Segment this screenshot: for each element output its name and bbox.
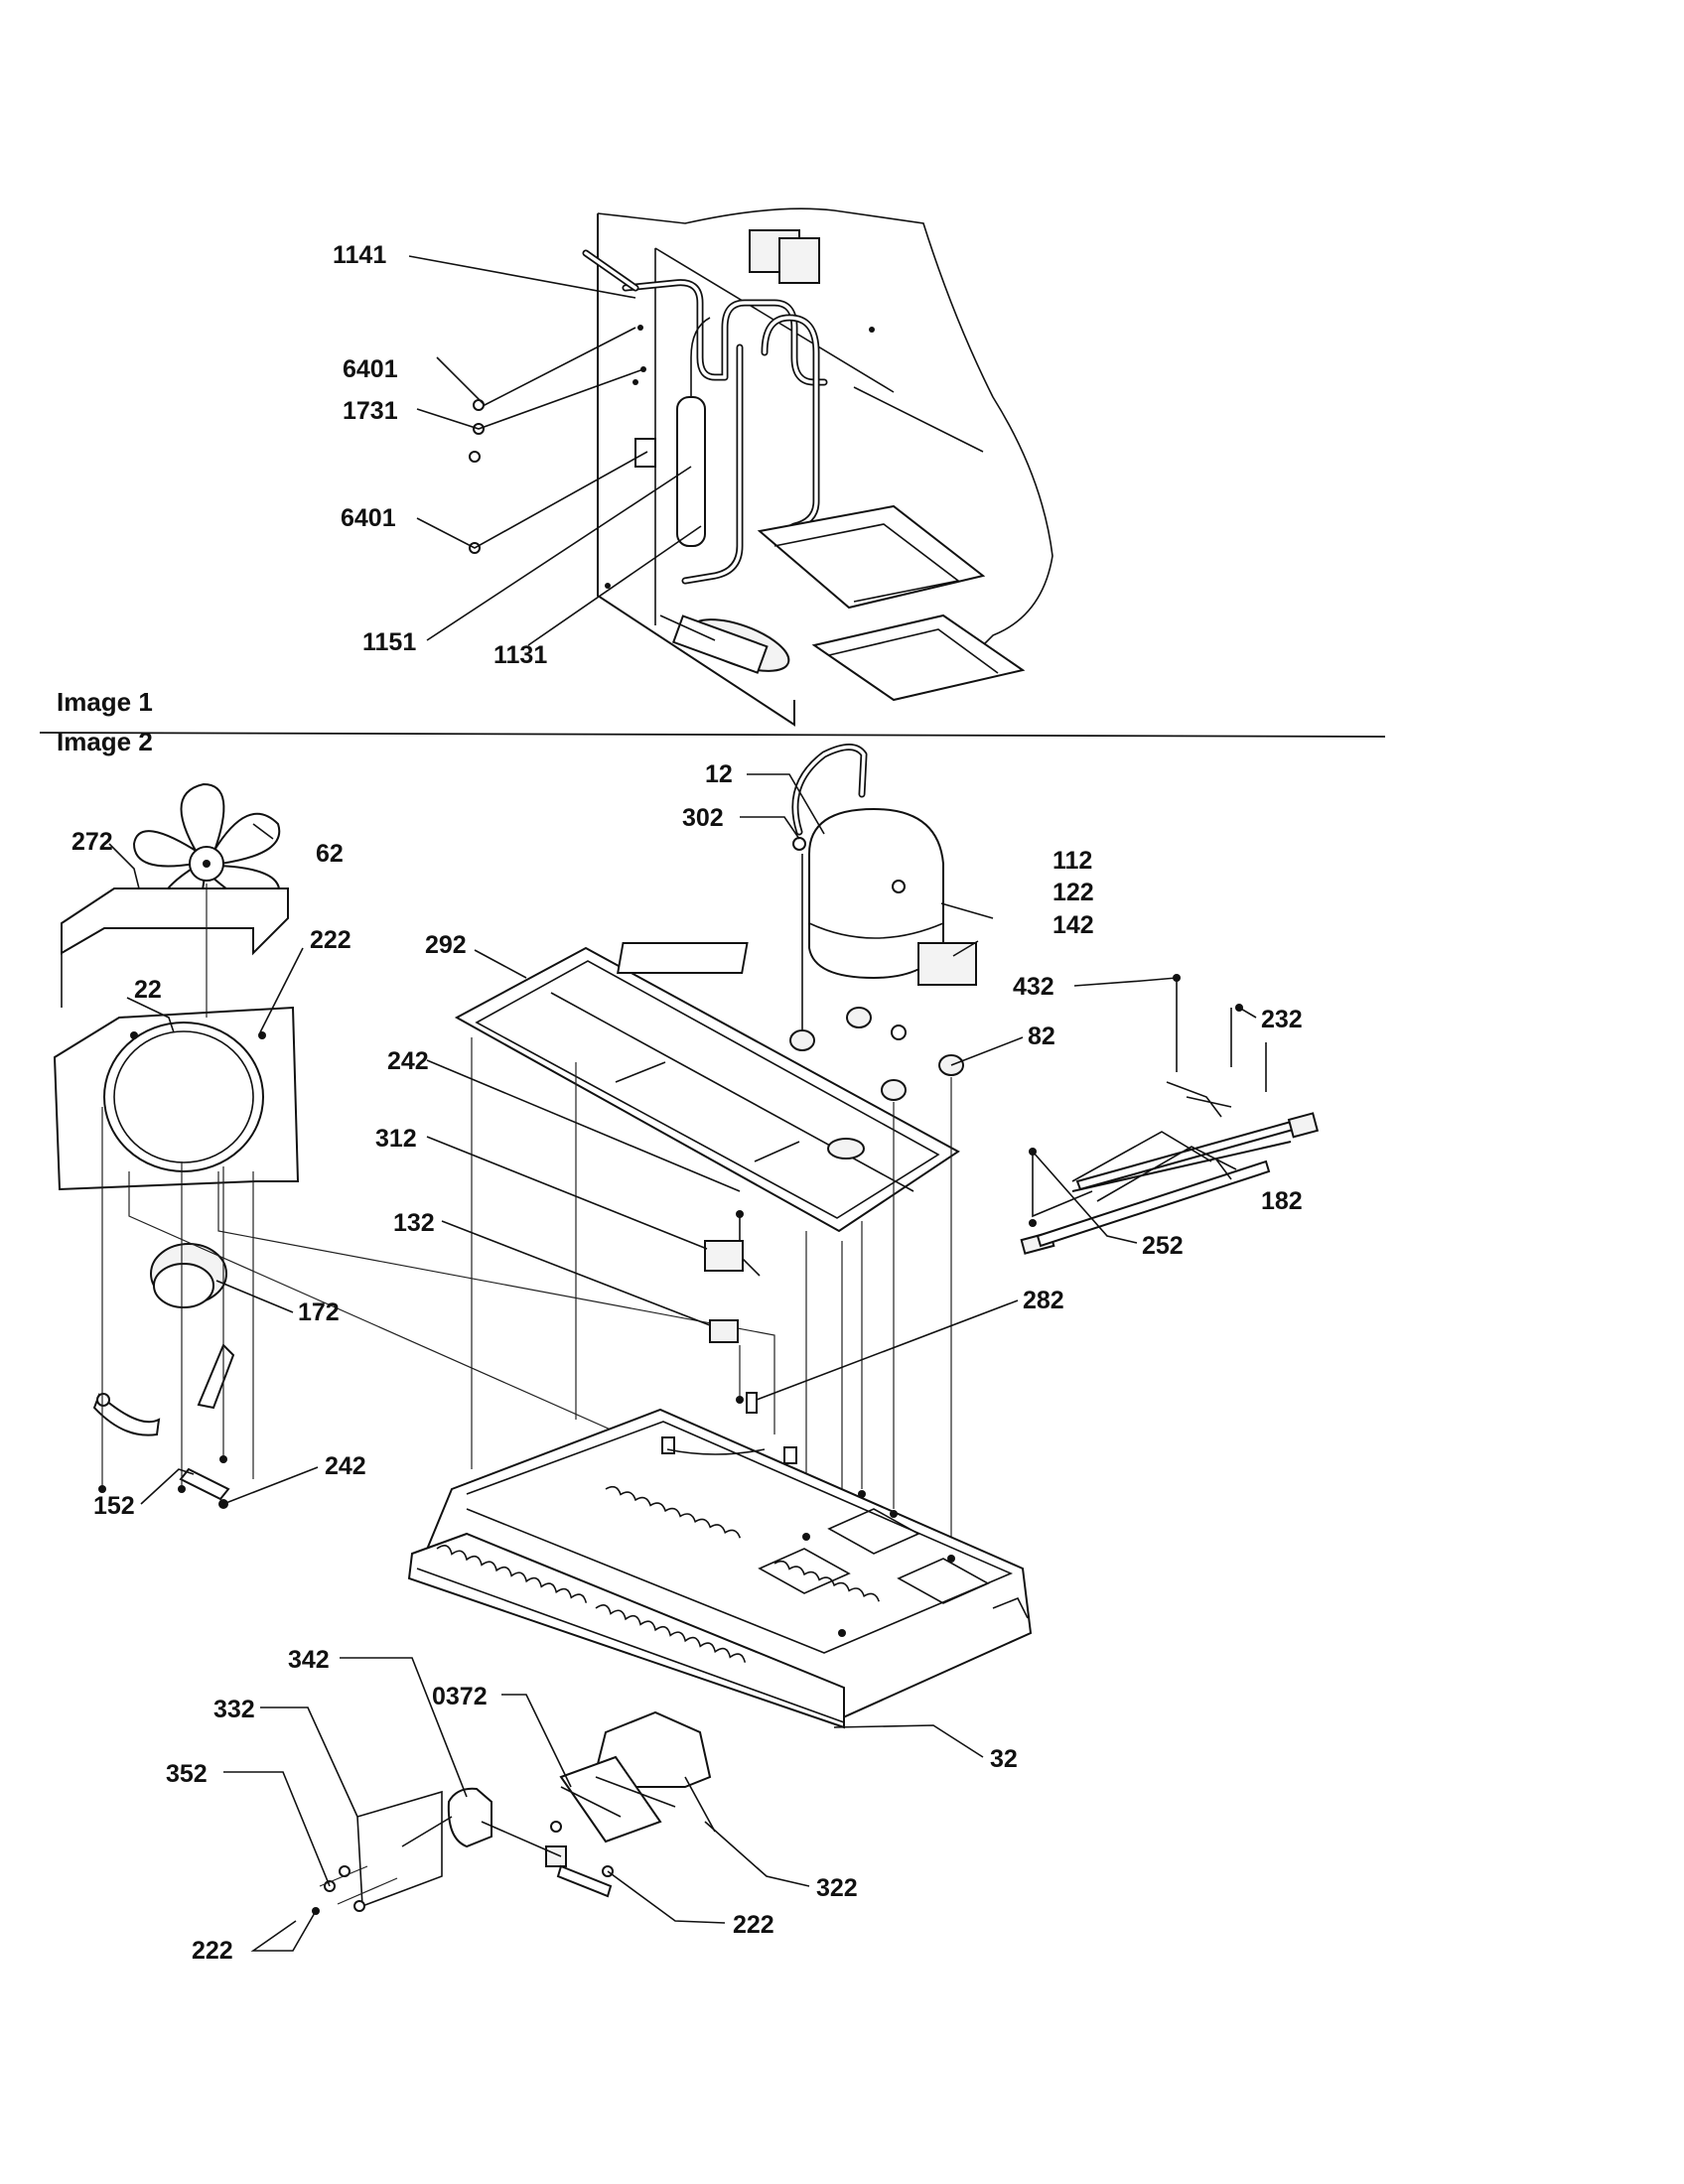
callout-282: 282	[1023, 1287, 1064, 1314]
defrost-timer	[356, 1787, 613, 1908]
callout-1151: 1151	[362, 628, 416, 656]
timer-bracket	[559, 1710, 716, 1843]
callout-252: 252	[1142, 1232, 1184, 1260]
callout-6401: 6401	[343, 355, 398, 383]
callout-242: 242	[325, 1452, 366, 1480]
callout-312: 312	[375, 1125, 417, 1153]
callout-292: 292	[425, 931, 467, 959]
callout-242: 242	[387, 1047, 429, 1075]
callout-302: 302	[682, 804, 724, 832]
callout-352: 352	[166, 1760, 208, 1788]
section-label-image1: Image 1	[57, 687, 153, 717]
callout-22: 22	[134, 976, 162, 1004]
callout-1141: 1141	[333, 241, 386, 269]
callout-82: 82	[1028, 1023, 1055, 1050]
callout-132: 132	[393, 1209, 435, 1237]
wire-harness	[1020, 974, 1320, 1255]
callout-12: 12	[705, 760, 733, 788]
callout-152: 152	[93, 1492, 135, 1520]
callout-1131: 1131	[493, 641, 547, 669]
evaporator-cover	[454, 946, 960, 1233]
compressor	[617, 744, 994, 1032]
callout-32: 32	[990, 1745, 1018, 1773]
callout-62: 62	[316, 840, 344, 868]
image1-assembly	[408, 207, 1053, 727]
callout-222: 222	[733, 1911, 774, 1939]
callout-112: 112	[1052, 847, 1092, 875]
callout-122: 122	[1052, 879, 1094, 906]
callout-322: 322	[816, 1874, 858, 1902]
callout-272: 272	[71, 828, 113, 856]
grommets	[789, 1007, 964, 1101]
callout-232: 232	[1261, 1006, 1303, 1033]
callout-332: 332	[213, 1696, 255, 1723]
callout-6401: 6401	[341, 504, 396, 532]
callout-342: 342	[288, 1646, 330, 1674]
callout-172: 172	[298, 1298, 340, 1326]
callout-222: 222	[192, 1937, 233, 1965]
section-divider	[39, 732, 1386, 738]
callout-432: 432	[1013, 973, 1054, 1001]
base-pan	[407, 1408, 1033, 1729]
callout-182: 182	[1261, 1187, 1303, 1215]
callout-1731: 1731	[343, 397, 398, 425]
callout-222: 222	[310, 926, 351, 954]
screw-6401b	[469, 451, 481, 463]
relay-132	[709, 1319, 739, 1343]
image2-assembly: 1141 6401 1731 6401 1151 1131 12 302 112…	[53, 241, 1320, 1965]
callout-0372: 0372	[432, 1683, 488, 1710]
relay-312	[704, 1240, 744, 1272]
callout-142: 142	[1052, 911, 1094, 939]
section-label-image2: Image 2	[57, 727, 153, 756]
